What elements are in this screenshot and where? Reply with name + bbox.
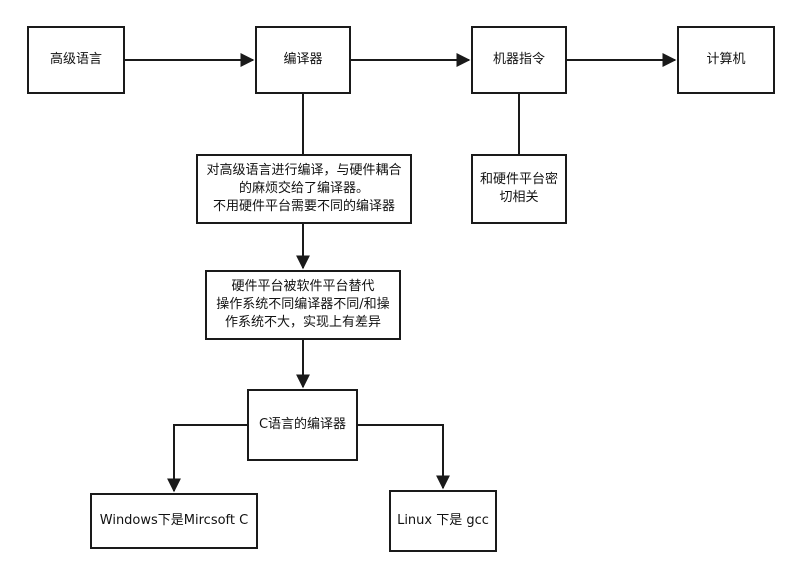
arrow-c-compiler-to-linux: [358, 424, 450, 490]
platform-note-text: 硬件平台被软件平台替代 操作系统不同编译器不同/和操 作系统不大，实现上有差异: [216, 279, 390, 330]
machine-code-label: 机器指令: [492, 52, 545, 67]
c-compiler-label: C语言的编译器: [258, 417, 347, 432]
compiler-node: 编译器: [255, 26, 351, 94]
machine-code-node: 机器指令: [471, 26, 567, 94]
high-level-language-node: 高级语言: [27, 26, 125, 94]
computer-label: 计算机: [706, 52, 746, 67]
linux-compiler-label: Linux 下是 gcc: [397, 513, 489, 528]
hardware-note-text: 和硬件平台密 切相关: [479, 172, 558, 205]
compiler-note-text: 对高级语言进行编译，与硬件耦合 的麻烦交给了编译器。 不用硬件平台需要不同的编译…: [206, 163, 402, 214]
computer-node: 计算机: [677, 26, 775, 94]
windows-compiler-label: Windows下是Mircsoft C: [99, 513, 249, 528]
windows-compiler-node: Windows下是Mircsoft C: [90, 493, 258, 549]
arrow-c-compiler-to-windows: [167, 424, 247, 493]
c-compiler-node: C语言的编译器: [247, 389, 358, 461]
high-level-language-label: 高级语言: [49, 52, 102, 67]
compiler-label: 编译器: [283, 52, 323, 67]
compiler-note-node: 对高级语言进行编译，与硬件耦合 的麻烦交给了编译器。 不用硬件平台需要不同的编译…: [196, 154, 412, 224]
hardware-note-node: 和硬件平台密 切相关: [471, 154, 567, 224]
platform-note-node: 硬件平台被软件平台替代 操作系统不同编译器不同/和操 作系统不大，实现上有差异: [205, 270, 401, 340]
linux-compiler-node: Linux 下是 gcc: [389, 490, 497, 552]
